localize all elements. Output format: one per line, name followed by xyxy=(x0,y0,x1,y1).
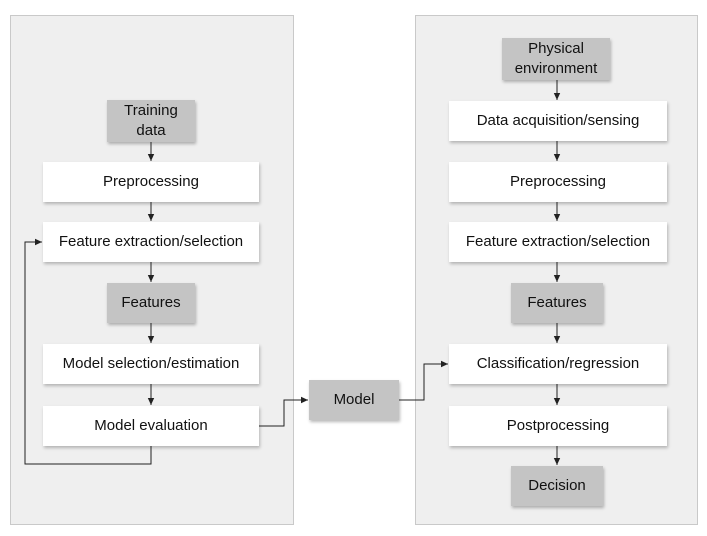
inference-panel xyxy=(415,15,698,525)
training-features-box: Features xyxy=(107,283,195,323)
model-selection-box: Model selection/estimation xyxy=(43,344,259,384)
decision-box: Decision xyxy=(511,466,603,506)
training-feature-extraction-box: Feature extraction/selection xyxy=(43,222,259,262)
postprocessing-box: Postprocessing xyxy=(449,406,667,446)
training-panel xyxy=(10,15,294,525)
training-preprocessing-box: Preprocessing xyxy=(43,162,259,202)
inference-feature-extraction-box: Feature extraction/selection xyxy=(449,222,667,262)
data-acquisition-box: Data acquisition/sensing xyxy=(449,101,667,141)
inference-preprocessing-box: Preprocessing xyxy=(449,162,667,202)
model-evaluation-box: Model evaluation xyxy=(43,406,259,446)
physical-environment-box: Physical environment xyxy=(502,38,610,80)
model-box: Model xyxy=(309,380,399,420)
training-data-box: Training data xyxy=(107,100,195,142)
classification-box: Classification/regression xyxy=(449,344,667,384)
inference-features-box: Features xyxy=(511,283,603,323)
